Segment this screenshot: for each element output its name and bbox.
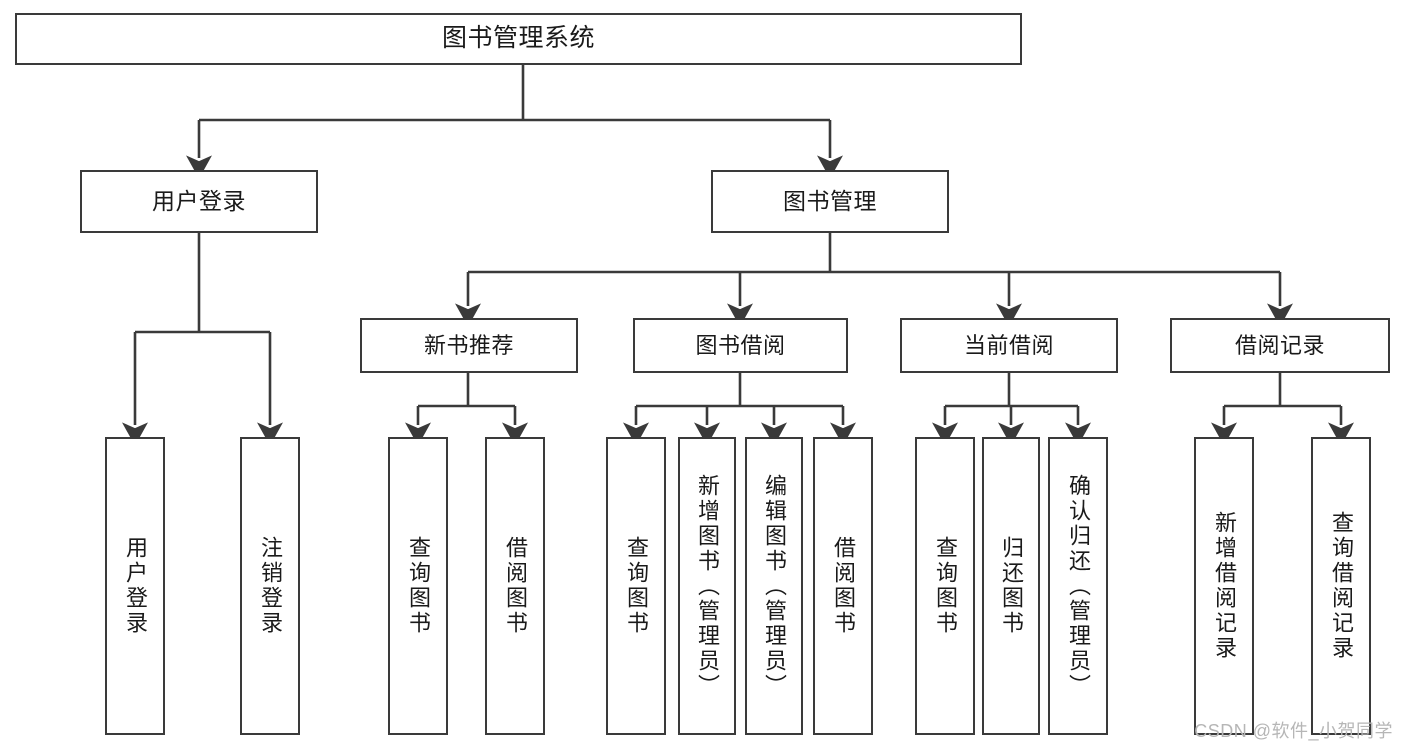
- node-label: 当前借阅: [963, 332, 1054, 358]
- node-borrow-record[interactable]: 借阅记录: [1170, 318, 1390, 373]
- node-label: 查询图书: [406, 536, 431, 636]
- node-book-borrow[interactable]: 图书借阅: [633, 318, 848, 373]
- leaf-borrow-book[interactable]: 借阅图书: [813, 437, 873, 735]
- node-label: 新增图书（管理员）: [695, 473, 720, 699]
- node-label: 归还图书: [999, 536, 1024, 636]
- node-label: 查询图书: [933, 536, 958, 636]
- node-user-login[interactable]: 用户登录: [80, 170, 318, 233]
- node-label: 用户登录: [152, 187, 246, 214]
- node-new-book-recommend[interactable]: 新书推荐: [360, 318, 578, 373]
- node-label: 图书借阅: [695, 332, 786, 358]
- leaf-add-borrow-record[interactable]: 新增借阅记录: [1194, 437, 1254, 735]
- leaf-query-borrow-record[interactable]: 查询借阅记录: [1311, 437, 1371, 735]
- node-label: 编辑图书（管理员）: [762, 473, 787, 699]
- csdn-watermark: CSDN @软件_小贺同学: [1194, 721, 1393, 741]
- leaf-user-login[interactable]: 用户登录: [105, 437, 165, 735]
- node-label: 借阅图书: [503, 536, 528, 636]
- node-label: 新书推荐: [423, 332, 514, 358]
- node-label: 借阅图书: [831, 536, 856, 636]
- node-label: 确认归还（管理员）: [1066, 473, 1091, 699]
- leaf-query-book-recommend[interactable]: 查询图书: [388, 437, 448, 735]
- node-label: 图书管理: [783, 187, 877, 214]
- node-label: 注销登录: [258, 536, 283, 636]
- node-label: 查询图书: [624, 536, 649, 636]
- leaf-query-book-current[interactable]: 查询图书: [915, 437, 975, 735]
- node-label: 借阅记录: [1234, 332, 1325, 358]
- node-book-management[interactable]: 图书管理: [711, 170, 949, 233]
- leaf-borrow-book-recommend[interactable]: 借阅图书: [485, 437, 545, 735]
- node-label: 查询借阅记录: [1329, 511, 1354, 661]
- node-root-system[interactable]: 图书管理系统: [15, 13, 1022, 65]
- leaf-confirm-return-admin[interactable]: 确认归还（管理员）: [1048, 437, 1108, 735]
- node-label: 图书管理系统: [441, 24, 595, 53]
- node-label: 新增借阅记录: [1212, 511, 1237, 661]
- leaf-return-book[interactable]: 归还图书: [982, 437, 1040, 735]
- node-current-borrow[interactable]: 当前借阅: [900, 318, 1118, 373]
- leaf-edit-book-admin[interactable]: 编辑图书（管理员）: [745, 437, 803, 735]
- leaf-logout-login[interactable]: 注销登录: [240, 437, 300, 735]
- leaf-add-book-admin[interactable]: 新增图书（管理员）: [678, 437, 736, 735]
- node-label: 用户登录: [123, 536, 148, 636]
- leaf-query-book-borrow[interactable]: 查询图书: [606, 437, 666, 735]
